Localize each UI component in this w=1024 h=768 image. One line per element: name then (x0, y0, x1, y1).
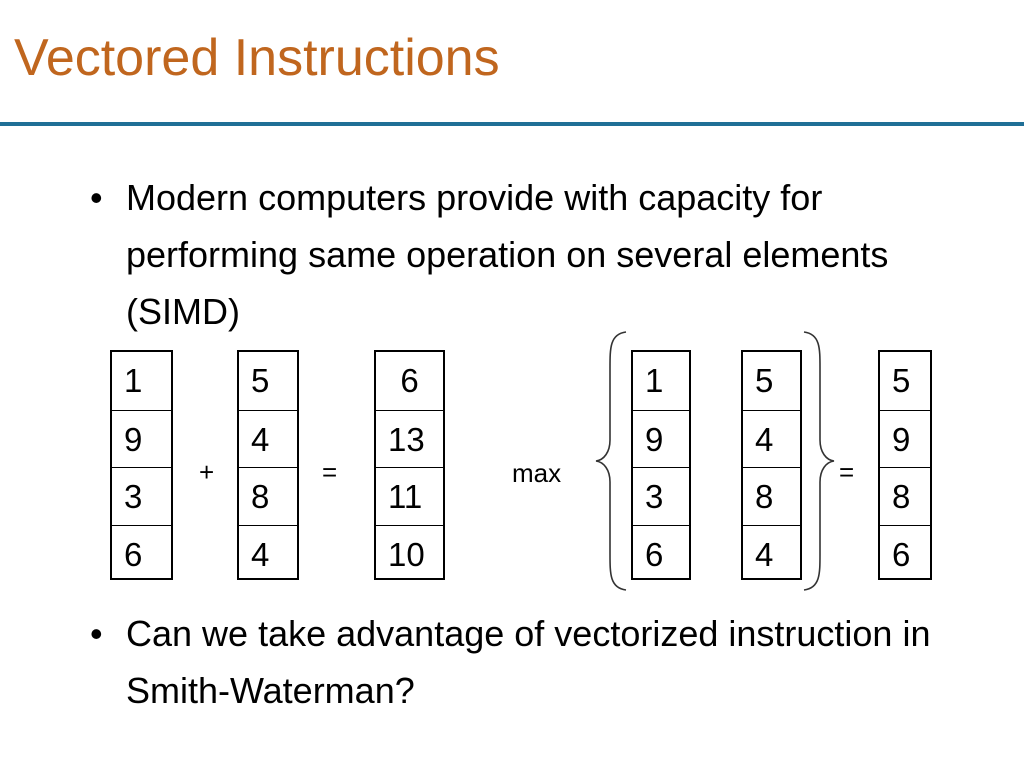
vector-cell: 8 (239, 467, 297, 525)
bullet-text: Modern computers provide with capacity f… (126, 177, 889, 332)
vector-cell: 10 (376, 524, 443, 583)
bullet-marker: • (90, 613, 103, 654)
vector-cell: 6 (880, 524, 930, 583)
max-operator-label: max (512, 458, 562, 488)
vector-cell: 9 (112, 409, 171, 468)
max-vector-b: 5 4 8 4 (741, 350, 802, 580)
vector-cell: 4 (743, 409, 800, 468)
equals-operator: = (322, 457, 338, 487)
plus-operator: + (199, 457, 215, 487)
vector-cell: 1 (124, 362, 143, 399)
bullet-text: Can we take advantage of vectorized inst… (126, 613, 931, 711)
vector-cell: 3 (112, 467, 171, 525)
vector-cell: 9 (633, 409, 689, 468)
right-brace-icon (803, 331, 835, 591)
vector-cell: 5 (251, 362, 270, 399)
left-brace-icon (595, 331, 627, 591)
max-result-vector: 5 9 8 6 (878, 350, 932, 580)
vector-cell: 6 (112, 524, 171, 583)
vector-cell: 6 (633, 524, 689, 583)
max-vector-a: 1 9 3 6 (631, 350, 691, 580)
vector-cell: 4 (743, 524, 800, 583)
add-result-vector: 6 13 11 10 (374, 350, 445, 580)
vector-cell: 9 (880, 409, 930, 468)
vector-cell: 5 (892, 362, 911, 399)
equals-operator: = (839, 457, 855, 487)
vector-cell: 8 (880, 467, 930, 525)
vector-cell: 1 (645, 362, 664, 399)
bullet-marker: • (90, 177, 103, 218)
vector-cell: 6 (400, 362, 419, 399)
vector-cell: 4 (239, 524, 297, 583)
vector-cell: 13 (376, 409, 443, 468)
vector-cell: 5 (755, 362, 774, 399)
vector-cell: 11 (376, 467, 443, 525)
add-vector-b: 5 4 8 4 (237, 350, 299, 580)
vector-cell: 8 (743, 467, 800, 525)
title-divider (0, 122, 1024, 126)
slide-title: Vectored Instructions (14, 29, 500, 87)
vector-cell: 4 (239, 409, 297, 468)
vector-cell: 3 (633, 467, 689, 525)
add-vector-a: 1 9 3 6 (110, 350, 173, 580)
